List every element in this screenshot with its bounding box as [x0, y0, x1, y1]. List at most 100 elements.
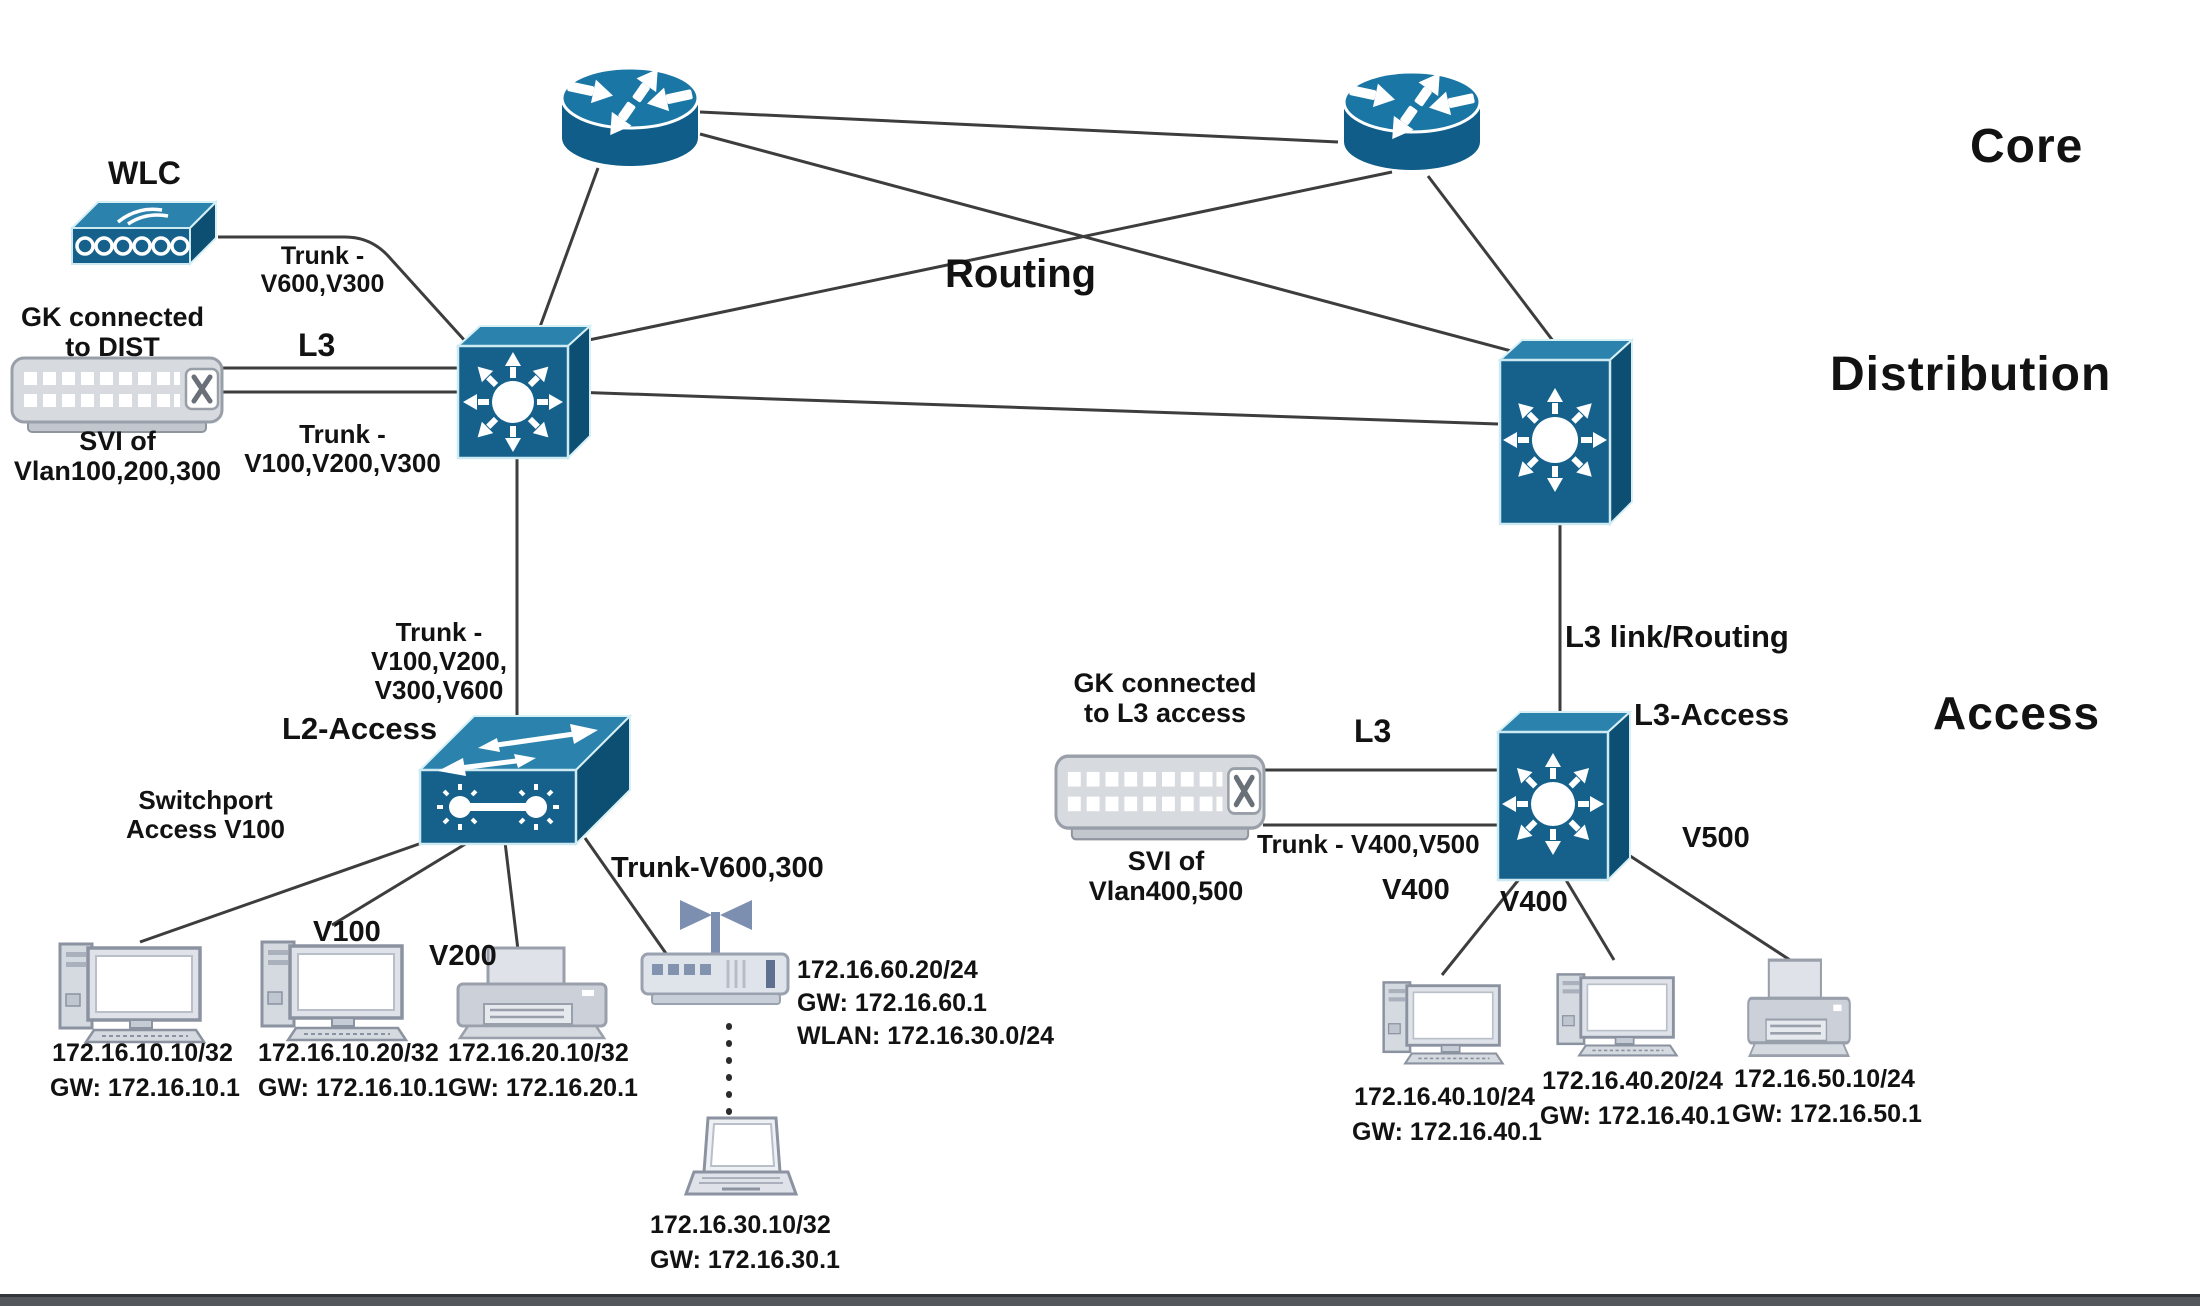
printer1-ip: 172.16.20.10/32	[448, 1039, 629, 1067]
pc3-gw: GW: 172.16.40.1	[1352, 1118, 1542, 1146]
link-l2access-pc1	[139, 836, 437, 944]
pc1-icon	[58, 942, 207, 1044]
printer2-ip-label: 172.16.50.10/24 GW: 172.16.50.1	[1732, 1062, 1922, 1132]
l2-access-switch-icon	[417, 713, 633, 846]
printer2-ip: 172.16.50.10/24	[1734, 1065, 1915, 1093]
pc1-gw: GW: 172.16.10.1	[50, 1074, 240, 1102]
printer1-icon	[456, 946, 608, 1040]
ap-ip-label: 172.16.60.20/24 GW: 172.16.60.1 WLAN: 17…	[797, 954, 1054, 1053]
gk-dist-label: GK connected to DIST	[15, 302, 210, 362]
routing-label: Routing	[945, 252, 1097, 296]
gk-l3-line1: GK connected	[1073, 668, 1257, 698]
link-l3access-printer2	[1623, 850, 1791, 962]
link-core2-dist2	[1426, 175, 1568, 359]
pc4-ip-label: 172.16.40.20/24 GW: 172.16.40.1	[1540, 1064, 1730, 1134]
pc4-gw: GW: 172.16.40.1	[1540, 1102, 1730, 1130]
v400-label-b: V400	[1500, 886, 1568, 918]
pc4-ip: 172.16.40.20/24	[1542, 1067, 1723, 1095]
switchport-line2: Access V100	[125, 814, 286, 845]
gk-dist-line2: to DIST	[65, 332, 160, 363]
gatekeeper-dist-icon	[10, 356, 224, 433]
trunk-wlc-line2: V600,V300	[260, 270, 385, 298]
link-wlc-dist1	[218, 235, 468, 344]
dist-downlink-line2: V100,V200,	[371, 646, 507, 677]
core-router-2-icon	[1342, 70, 1482, 170]
trunk-gk-dist-label: Trunk - V100,V200,V300	[230, 419, 455, 479]
dist-downlink-line3: V300,V600	[374, 675, 504, 706]
laptop-gw: GW: 172.16.30.1	[650, 1246, 840, 1274]
pc4-icon	[1556, 973, 1679, 1057]
trunk-gk-line2: V100,V200,V300	[244, 448, 441, 479]
link-core1-dist1	[531, 167, 600, 347]
link-l2access-printer1	[503, 841, 520, 951]
link-l3access-pc4	[1564, 879, 1616, 961]
link-core1-dist2	[699, 132, 1546, 362]
bottom-edge-bar	[0, 1294, 2200, 1306]
gatekeeper-l3access-icon	[1054, 754, 1266, 841]
distribution-switch-right-icon	[1497, 337, 1634, 526]
v400-label-a: V400	[1382, 874, 1450, 906]
printer2-gw: GW: 172.16.50.1	[1732, 1100, 1922, 1128]
switchport-access-label: Switchport Access V100	[118, 785, 293, 845]
svi-l3-line2: Vlan400,500	[1088, 876, 1244, 907]
laptop-ip-label: 172.16.30.10/32 GW: 172.16.30.1	[650, 1208, 840, 1278]
gk-l3-line2: to L3 access	[1083, 698, 1247, 729]
access-point-icon	[640, 900, 790, 1005]
pc3-ip: 172.16.40.10/24	[1354, 1083, 1535, 1111]
laptop-ip: 172.16.30.10/32	[650, 1211, 831, 1239]
distribution-switch-left-icon	[455, 323, 592, 461]
gk-dist-line1: GK connected	[20, 302, 205, 332]
svi-dist-line1: SVI of	[79, 426, 156, 456]
layer-label-core: Core	[1970, 120, 2084, 173]
pc2-ip: 172.16.10.20/32	[258, 1039, 439, 1067]
v200-label: V200	[429, 940, 497, 972]
gk-l3access-label: GK connected to L3 access	[1065, 668, 1265, 728]
trunk-ap-label: Trunk-V600,300	[611, 852, 824, 884]
link-dist1-dist2	[571, 390, 1499, 426]
trunk-wlc-line1: Trunk -	[280, 242, 365, 270]
trunk-gk-line1: Trunk -	[299, 419, 386, 449]
laptop-icon	[684, 1116, 798, 1196]
switchport-line1: Switchport	[138, 785, 273, 815]
printer2-icon	[1747, 958, 1851, 1057]
core-router-1-icon	[560, 66, 700, 166]
pc1-ip: 172.16.10.10/32	[52, 1039, 233, 1067]
link-l2access-pc2	[331, 838, 473, 927]
svi-dist-label: SVI of Vlan100,200,300	[0, 426, 235, 486]
link-core1-core2	[699, 110, 1339, 144]
link-l2access-ap	[583, 837, 674, 963]
pc2-ip-label: 172.16.10.20/32 GW: 172.16.10.1	[258, 1036, 448, 1106]
printer1-gw: GW: 172.16.20.1	[448, 1074, 638, 1102]
wlc-icon	[69, 199, 219, 267]
trunk-l3access-label: Trunk - V400,V500	[1257, 829, 1480, 859]
dist-downlink-line1: Trunk -	[395, 617, 483, 647]
pc1-ip-label: 172.16.10.10/32 GW: 172.16.10.1	[50, 1036, 240, 1106]
trunk-wlc-label: Trunk - V600,V300	[240, 242, 405, 298]
printer1-ip-label: 172.16.20.10/32 GW: 172.16.20.1	[448, 1036, 638, 1106]
l3-access-switch-icon	[1495, 709, 1632, 882]
ap-wlan: WLAN: 172.16.30.0/24	[797, 1022, 1055, 1050]
l3-left-label: L3	[298, 327, 336, 363]
ap-ip: 172.16.60.20/24	[797, 956, 978, 984]
ap-gw: GW: 172.16.60.1	[797, 989, 987, 1017]
v100-label: V100	[313, 916, 381, 948]
l3-access-label: L3-Access	[1634, 697, 1790, 732]
pc3-ip-label: 172.16.40.10/24 GW: 172.16.40.1	[1352, 1080, 1542, 1150]
link-l3access-pc3	[1440, 877, 1522, 976]
svi-dist-line2: Vlan100,200,300	[13, 456, 222, 487]
pc3-icon	[1382, 981, 1505, 1065]
wlc-label: WLC	[108, 155, 181, 191]
v500-label: V500	[1682, 822, 1750, 854]
svi-l3-line1: SVI of	[1127, 846, 1205, 876]
pc2-icon	[260, 940, 409, 1042]
link-core2-dist1	[559, 170, 1393, 348]
layer-label-distribution: Distribution	[1830, 348, 2112, 401]
pc2-gw: GW: 172.16.10.1	[258, 1074, 448, 1102]
l2-access-label: L2-Access	[282, 711, 438, 746]
l3-right-label: L3	[1354, 713, 1392, 749]
layer-label-access: Access	[1933, 687, 2101, 739]
dist-downlink-trunk-label: Trunk - V100,V200, V300,V600	[355, 617, 523, 706]
l3-link-routing-label: L3 link/Routing	[1565, 619, 1789, 654]
